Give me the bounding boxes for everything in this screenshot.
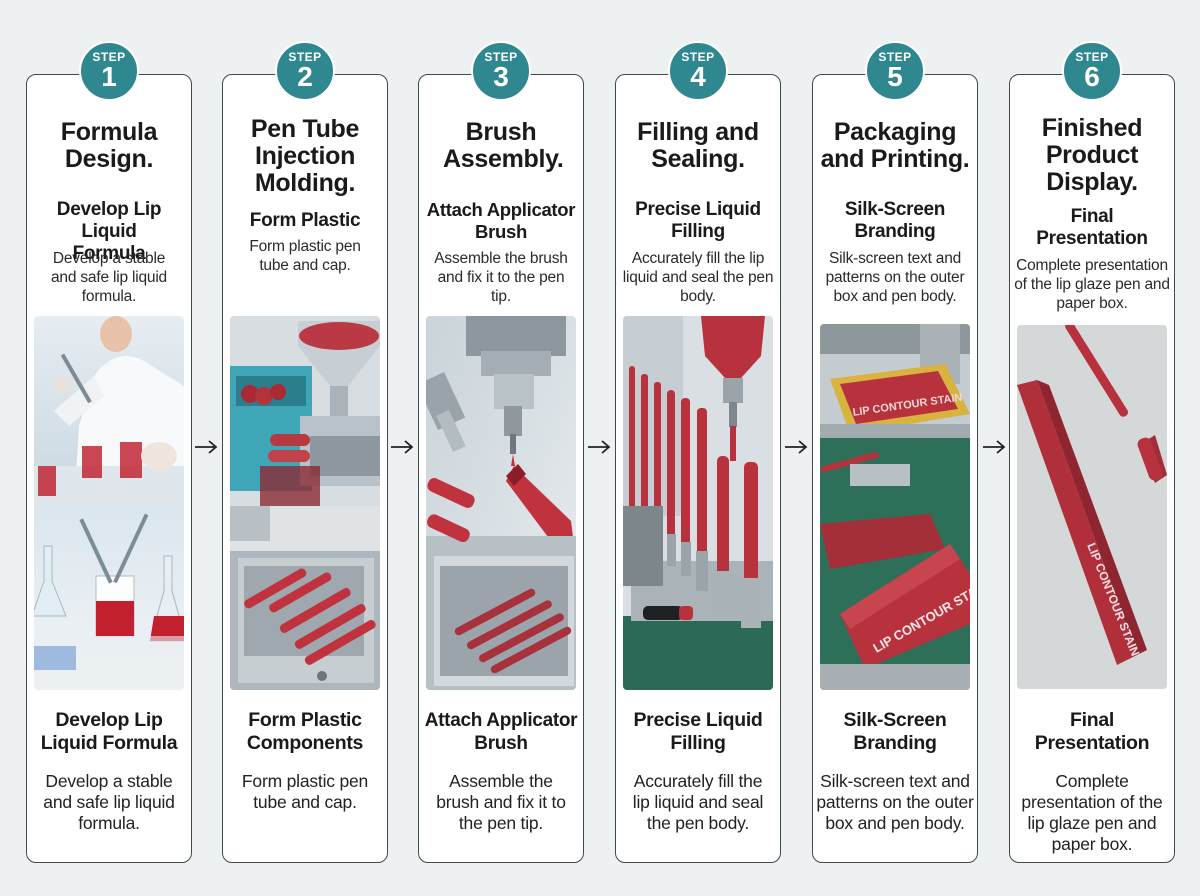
step-label: STEP	[1075, 50, 1109, 64]
step-bottom-description: Assemble the brush and fix it to the pen…	[436, 771, 566, 833]
step-image	[230, 316, 380, 690]
step-card-6: Finished Product Display. Final Presenta…	[1009, 74, 1175, 863]
step-badge-4: STEP 4	[668, 41, 728, 101]
step-badge-5: STEP 5	[865, 41, 925, 101]
arrow-right-icon	[195, 440, 218, 454]
step-image	[426, 316, 576, 690]
step-description: Form plastic pen tube and cap.	[249, 238, 361, 274]
step-subtitle: Attach Applicator Brush	[426, 199, 576, 242]
arrow-right-icon	[983, 440, 1006, 454]
step-bottom-subtitle: Final Presentation	[1034, 709, 1150, 754]
step-bottom-subtitle: Attach Applicator Brush	[424, 710, 578, 754]
step-card-2: Pen Tube Injection Molding. Form Plastic…	[222, 74, 388, 863]
step-number: 1	[101, 61, 117, 92]
step-label: STEP	[484, 50, 518, 64]
step-description: Develop a stable and safe lip liquid for…	[51, 250, 167, 305]
step-image	[623, 316, 773, 690]
step-label: STEP	[681, 50, 715, 64]
step-card-3: Brush Assembly. Attach Applicator Brush …	[418, 74, 584, 863]
step-card-5: Packaging and Printing. Silk-Screen Bran…	[812, 74, 978, 863]
step-title: Finished Product Display.	[1041, 114, 1143, 196]
arrow-right-icon	[391, 440, 414, 454]
step-card-4: Filling and Sealing. Precise Liquid Fill…	[615, 74, 781, 863]
step-label: STEP	[92, 50, 126, 64]
step-label: STEP	[878, 50, 912, 64]
step-subtitle: Develop Lip Liquid Formula	[56, 199, 162, 264]
step-badge-3: STEP 3	[471, 41, 531, 101]
step-bottom-description: Develop a stable and safe lip liquid for…	[43, 771, 175, 833]
step-description: Complete presentation of the lip glaze p…	[1014, 257, 1170, 312]
step-number: 4	[690, 61, 706, 92]
step-badge-6: STEP 6	[1062, 41, 1122, 101]
step-number: 6	[1084, 61, 1100, 92]
step-number: 5	[887, 61, 903, 92]
step-subtitle: Form Plastic	[249, 210, 361, 231]
step-card-1: Formula Design. Develop Lip Liquid Formu…	[26, 74, 192, 863]
step-bottom-description: Form plastic pen tube and cap.	[241, 771, 369, 812]
step-badge-2: STEP 2	[275, 41, 335, 101]
step-subtitle: Precise Liquid Filling	[635, 199, 761, 242]
step-image: LIP CONTOUR STAIN LIP CONTOUR STAIN	[820, 324, 970, 690]
arrow-right-icon	[785, 440, 808, 454]
step-badge-1: STEP 1	[79, 41, 139, 101]
step-subtitle: Silk-Screen Branding	[844, 199, 946, 242]
step-title: Brush Assembly.	[443, 118, 564, 173]
step-bottom-subtitle: Precise Liquid Filling	[633, 709, 763, 754]
step-bottom-description: Silk-screen text and patterns on the out…	[816, 771, 974, 833]
arrow-right-icon	[588, 440, 611, 454]
step-title: Filling and Sealing.	[637, 118, 759, 173]
step-title: Packaging and Printing.	[820, 118, 970, 173]
step-number: 2	[297, 61, 313, 92]
step-description: Accurately fill the lip liquid and seal …	[622, 250, 774, 305]
step-bottom-description: Complete presentation of the lip glaze p…	[1021, 771, 1163, 854]
step-label: STEP	[288, 50, 322, 64]
step-number: 3	[493, 61, 509, 92]
step-description: Silk-screen text and patterns on the out…	[825, 250, 965, 305]
step-image	[34, 316, 184, 690]
step-description: Assemble the brush and fix it to the pen…	[434, 250, 568, 305]
step-title: Pen Tube Injection Molding.	[250, 115, 360, 197]
step-bottom-subtitle: Silk-Screen Branding	[843, 709, 947, 754]
step-bottom-description: Accurately fill the lip liquid and seal …	[632, 771, 764, 833]
step-bottom-subtitle: Develop Lip Liquid Formula	[40, 709, 178, 754]
step-image: LIP CONTOUR STAIN	[1017, 325, 1167, 689]
step-bottom-subtitle: Form Plastic Components	[246, 709, 364, 754]
step-title: Formula Design.	[60, 118, 158, 173]
step-subtitle: Final Presentation	[1036, 206, 1148, 249]
